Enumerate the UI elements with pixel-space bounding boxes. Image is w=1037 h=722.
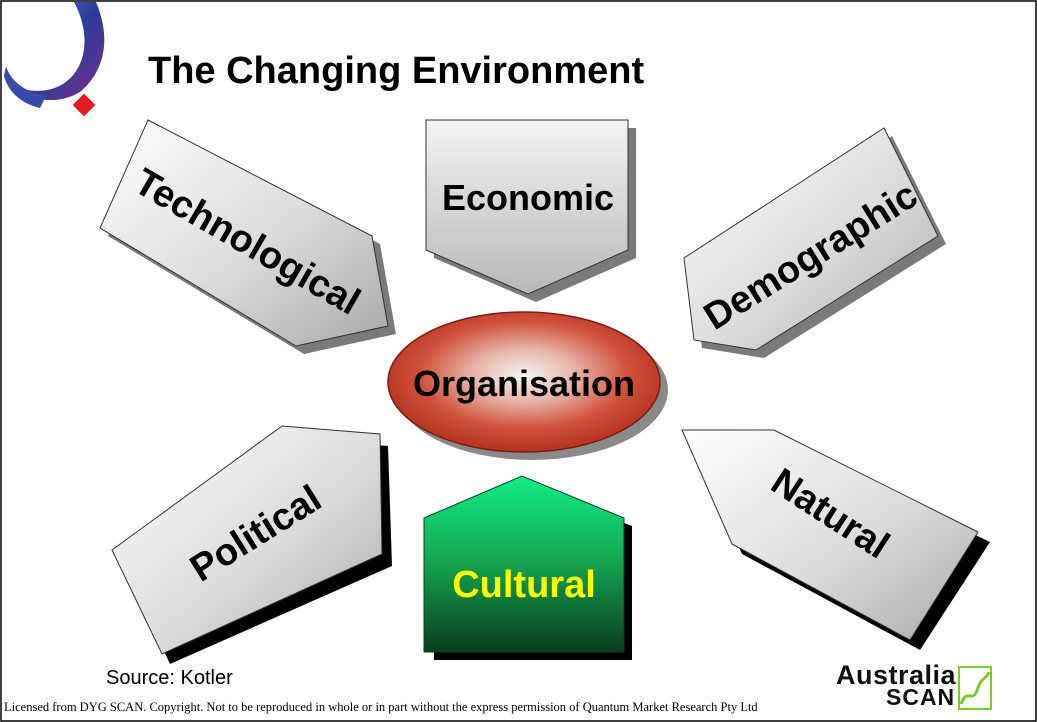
australia-scan-logo: Australia SCAN <box>832 660 1032 715</box>
technological-arrow: Technological <box>99 119 396 354</box>
brand-line2: SCAN <box>886 684 956 710</box>
political-arrow: Political <box>111 425 392 664</box>
copyright-footer: Licensed from DYG SCAN. Copyright. Not t… <box>4 700 758 714</box>
company-logo <box>4 2 105 117</box>
source-note: Source: Kotler <box>106 667 233 689</box>
page-title: The Changing Environment <box>148 50 645 92</box>
cultural-arrow: Cultural <box>423 475 632 660</box>
demographic-arrow: Demographic <box>683 127 946 358</box>
organisation-label: Organisation <box>413 363 635 404</box>
economic-arrow: Economic <box>425 119 636 302</box>
cultural-label: Cultural <box>452 564 596 606</box>
brand-line1: Australia <box>836 660 957 690</box>
trend-icon <box>958 666 992 710</box>
organisation-node: Organisation <box>387 311 668 460</box>
economic-label: Economic <box>442 177 614 218</box>
natural-arrow: Natural <box>681 429 990 650</box>
